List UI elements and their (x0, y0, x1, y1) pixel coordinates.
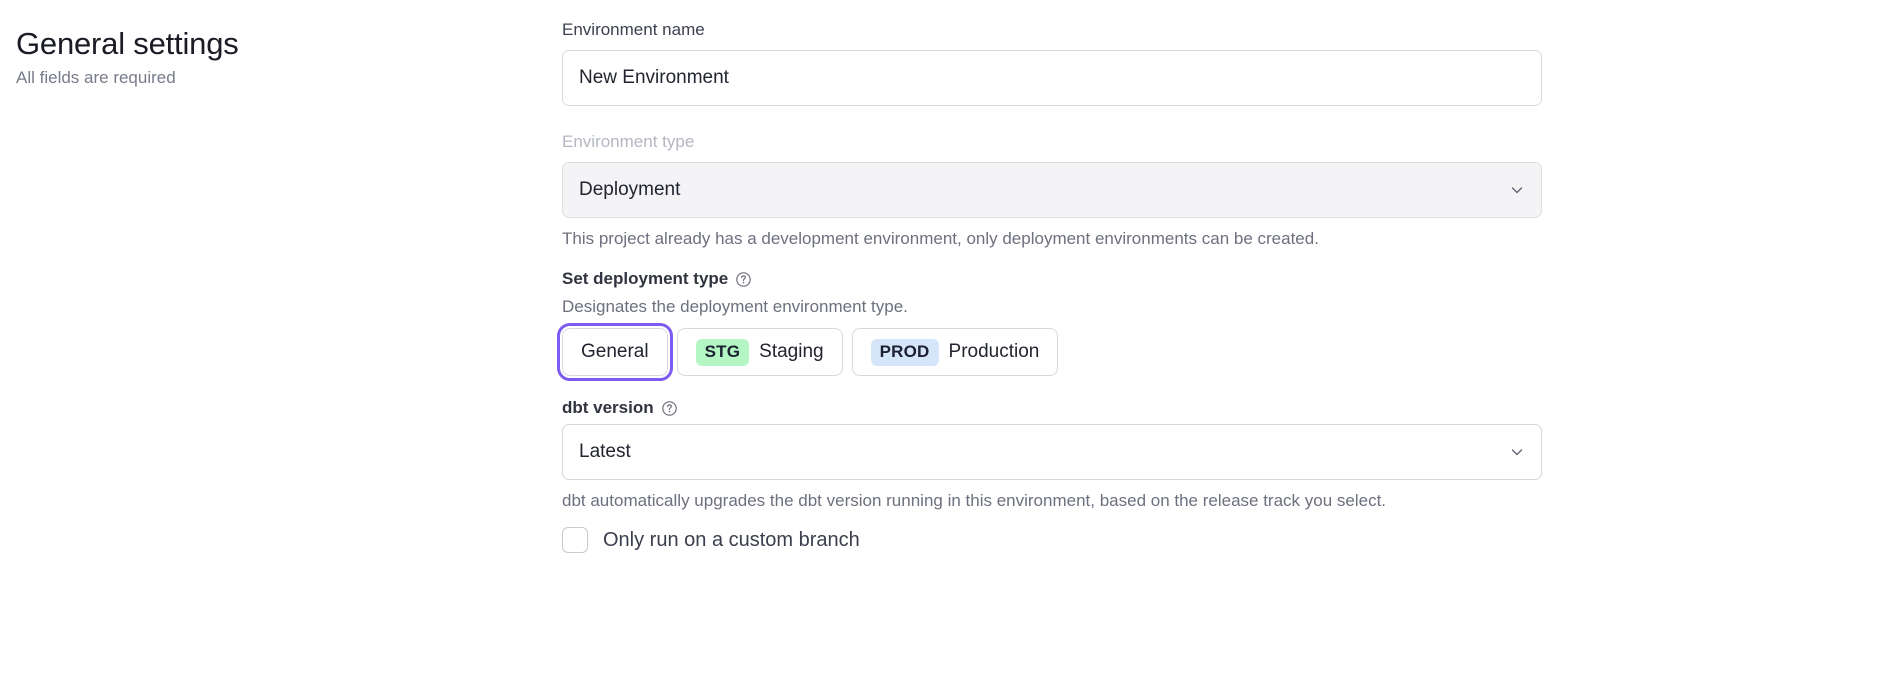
help-circle-icon[interactable] (661, 400, 678, 417)
settings-layout: General settings All fields are required… (0, 18, 1890, 553)
dbt-version-value: Latest (579, 441, 631, 462)
custom-branch-label: Only run on a custom branch (603, 529, 860, 551)
environment-name-field: Environment name New Environment (562, 18, 1542, 106)
deployment-type-description: Designates the deployment environment ty… (562, 297, 908, 316)
deployment-type-option-production[interactable]: PROD Production (851, 328, 1059, 376)
production-badge: PROD (870, 338, 939, 366)
custom-branch-checkbox-row[interactable]: Only run on a custom branch (562, 527, 1542, 553)
deployment-type-option-general[interactable]: General (557, 323, 673, 381)
deployment-type-option-staging-label: Staging (759, 341, 824, 362)
staging-badge: STG (695, 338, 750, 366)
chevron-down-icon (1509, 182, 1525, 198)
settings-intro-column: General settings All fields are required (0, 18, 562, 90)
help-circle-icon[interactable] (735, 271, 752, 288)
chevron-down-icon (1509, 444, 1525, 460)
dbt-version-label-text: dbt version (562, 398, 654, 417)
deployment-type-option-staging[interactable]: STG Staging (676, 328, 843, 376)
environment-type-field: Environment type Deployment This project… (562, 130, 1542, 251)
deployment-type-options: General STG Staging PROD Production (557, 323, 1542, 381)
settings-fields-column: Environment name New Environment Environ… (557, 18, 1890, 553)
environment-type-value: Deployment (579, 179, 681, 200)
deployment-type-option-production-label: Production (948, 341, 1040, 362)
page-title: General settings (16, 26, 239, 61)
environment-type-helper-text: This project already has a development e… (562, 229, 1319, 248)
environment-name-input[interactable]: New Environment (562, 50, 1542, 106)
dbt-version-helper-text: dbt automatically upgrades the dbt versi… (562, 491, 1387, 510)
deployment-type-field: Set deployment type Designates the deplo… (557, 267, 1542, 381)
deployment-type-label-text: Set deployment type (562, 269, 729, 288)
dbt-version-select[interactable]: Latest (562, 424, 1542, 480)
environment-type-select[interactable]: Deployment (562, 162, 1542, 218)
environment-name-label: Environment name (562, 20, 705, 39)
environment-type-label: Environment type (562, 132, 695, 151)
dbt-version-field: dbt version Latest (562, 396, 1542, 513)
deployment-type-label: Set deployment type (562, 267, 1542, 291)
page-subtitle: All fields are required (16, 68, 176, 87)
custom-branch-checkbox[interactable] (562, 527, 588, 553)
dbt-version-label: dbt version (562, 396, 1542, 420)
environment-name-value: New Environment (579, 67, 729, 88)
deployment-type-option-general-label: General (581, 341, 649, 362)
